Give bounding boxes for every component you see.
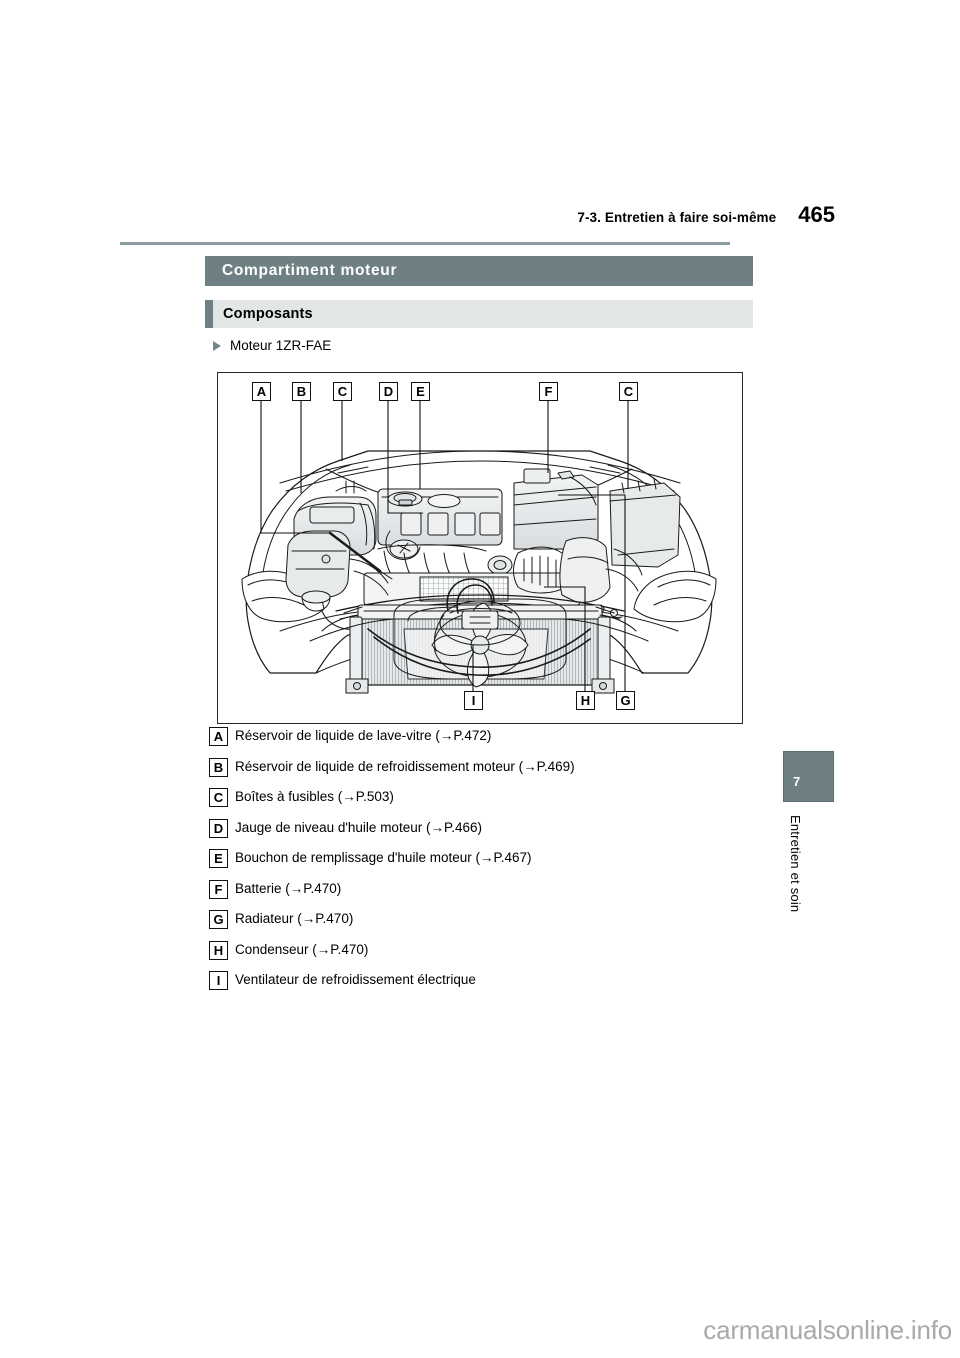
header-divider (120, 242, 730, 245)
engine-compartment-diagram: A B C D E F C I H G (217, 372, 743, 724)
legend-label: Condenseur (→P.470) (235, 941, 369, 957)
chapter-tab: 7 (783, 751, 834, 802)
legend-label: Réservoir de liquide de refroidissement … (235, 758, 575, 774)
triangle-bullet-icon (213, 340, 221, 351)
subsection-title-bar: Composants (205, 300, 753, 328)
callout-tag-g-bottom: G (616, 691, 635, 710)
section-title-bar: Compartiment moteur (205, 256, 753, 286)
legend-key: B (209, 757, 228, 777)
legend-key: E (209, 849, 228, 868)
legend-label: Ventilateur de refroidissement électriqu… (235, 972, 476, 987)
list-item: C Boîtes à fusibles (→P.503) (209, 787, 769, 818)
list-item: E Bouchon de remplissage d'huile moteur … (209, 848, 769, 879)
subsection-accent-bar (205, 300, 213, 328)
section-title: Compartiment moteur (222, 262, 398, 279)
callout-tag-h-bottom: H (576, 691, 595, 710)
engine-compartment-illustration (241, 401, 717, 694)
subsection-title: Composants (223, 306, 313, 322)
page-header: 7-3. Entretien à faire soi-même 465 (0, 202, 845, 248)
legend-label: Bouchon de remplissage d'huile moteur (→… (235, 850, 532, 865)
callout-tag-a-top: A (252, 382, 271, 401)
legend-key: A (209, 727, 228, 746)
chapter-title-vertical: Entretien et soin (788, 815, 803, 913)
callout-tag-c-top-left: C (333, 382, 352, 401)
legend-key: H (209, 940, 228, 960)
breadcrumb: 7-3. Entretien à faire soi-même (577, 210, 777, 225)
callout-tag-f-top: F (539, 382, 558, 401)
legend-label: Radiateur (→P.470) (235, 911, 354, 926)
callout-tag-b-top: B (292, 382, 311, 401)
callout-tag-i-bottom: I (464, 691, 483, 710)
list-item: A Réservoir de liquide de lave-vitre (→P… (209, 726, 769, 757)
legend-label: Boîtes à fusibles (→P.503) (235, 789, 394, 804)
legend-label: Jauge de niveau d'huile moteur (→P.466) (235, 819, 482, 835)
component-legend-list: A Réservoir de liquide de lave-vitre (→P… (209, 726, 769, 1001)
legend-key: F (209, 879, 228, 899)
list-item: B Réservoir de liquide de refroidissemen… (209, 757, 769, 788)
legend-key: D (209, 818, 228, 838)
site-watermark: carmanualsonline.info (703, 1315, 952, 1345)
chapter-number: 7 (793, 774, 801, 789)
list-item: F Batterie (→P.470) (209, 879, 769, 910)
list-item: D Jauge de niveau d'huile moteur (→P.466… (209, 818, 769, 849)
header-row: 7-3. Entretien à faire soi-même 465 (577, 202, 835, 228)
legend-key: C (209, 788, 228, 807)
list-item: I Ventilateur de refroidissement électri… (209, 970, 769, 1001)
callout-tag-e-top: E (411, 382, 430, 401)
legend-key: G (209, 910, 228, 929)
model-label: Moteur 1ZR-FAE (230, 338, 332, 353)
callout-tag-c-top-right: C (619, 382, 638, 401)
legend-key: I (209, 971, 228, 990)
legend-label: Batterie (→P.470) (235, 880, 342, 896)
model-bullet-line: Moteur 1ZR-FAE (213, 338, 331, 353)
list-item: H Condenseur (→P.470) (209, 940, 769, 971)
callout-tag-d-top: D (379, 382, 398, 401)
page-number: 465 (798, 202, 835, 227)
legend-label: Réservoir de liquide de lave-vitre (→P.4… (235, 728, 492, 743)
list-item: G Radiateur (→P.470) (209, 909, 769, 940)
